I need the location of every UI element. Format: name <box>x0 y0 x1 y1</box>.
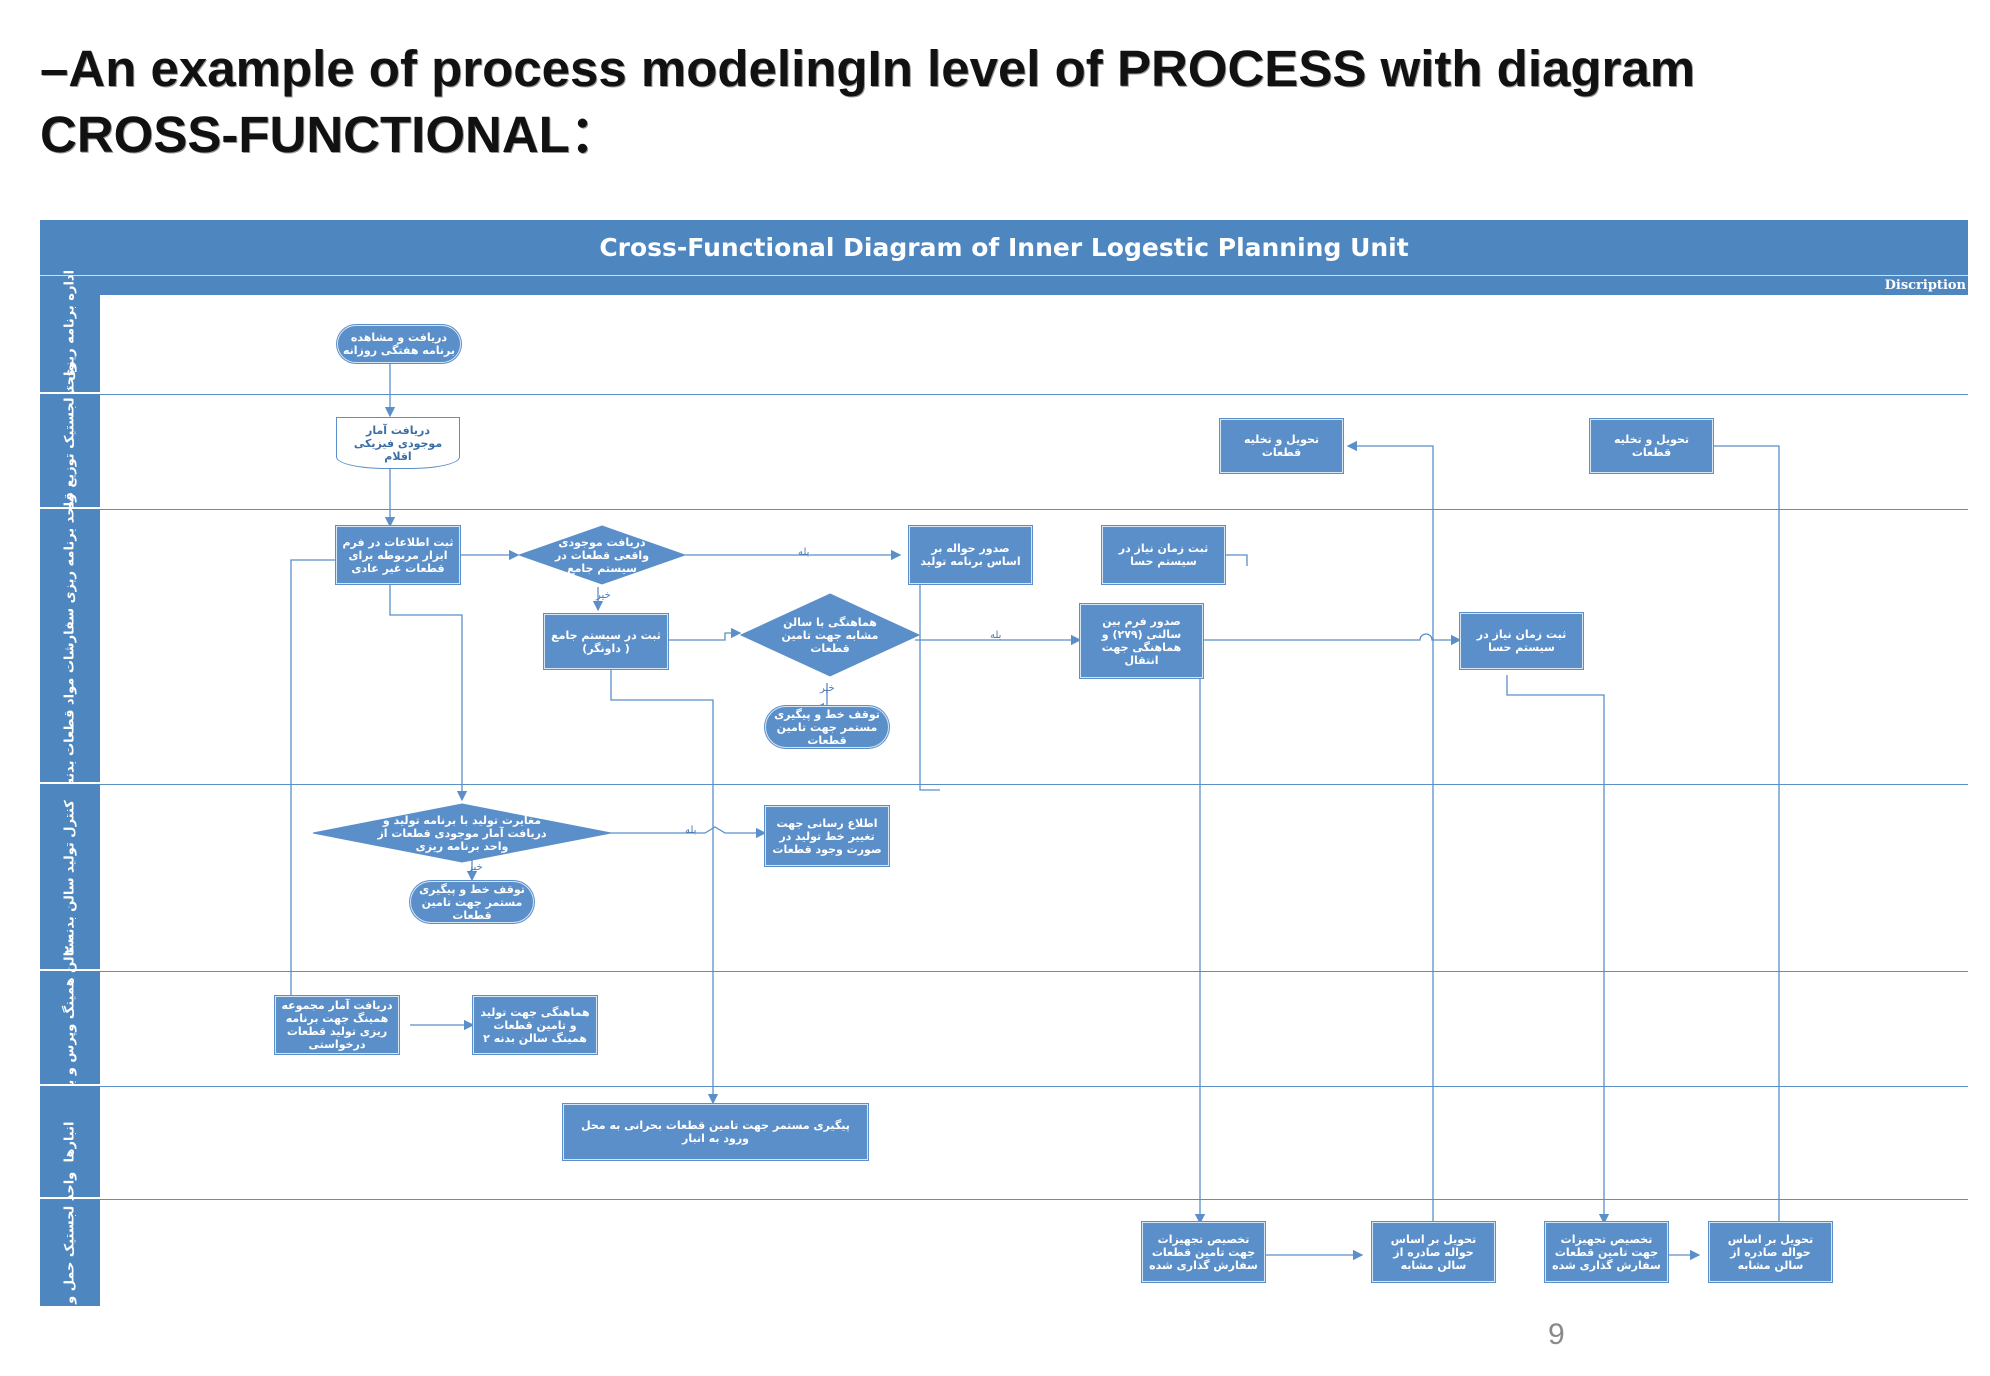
process-node-issue-form: صدور فرم بین سالنی (۲۷۹) و هماهنگی جهت ا… <box>1080 604 1203 678</box>
lane-header-warehouses: انبارها <box>40 1086 100 1199</box>
process-node-register-in-system: ثبت در سیستم جامع ( داونگر) <box>544 614 668 669</box>
lane-divider <box>100 394 1968 395</box>
process-node-issue-order: صدور حواله بر اساس برنامه تولید <box>909 526 1032 584</box>
flow-label-no: خیر <box>820 683 835 694</box>
process-node-deliver-by-order-2: تحویل بر اساس حواله صادره از سالن مشابه <box>1709 1222 1832 1282</box>
connector <box>610 665 719 1105</box>
slide-title: –An example of process modelingIn level … <box>40 36 1940 168</box>
lane-divider <box>100 1199 1968 1200</box>
lane-header-production-control: کنترل تولید سالن بدنه ۲ <box>40 784 100 971</box>
connector <box>389 578 468 802</box>
lane-header-hemming-hall: سالن همینگ وپرس و بدنه ۱ <box>40 938 100 1117</box>
description-bar: Discription <box>40 275 1968 295</box>
diagram-title: Cross-Functional Diagram of Inner Logest… <box>40 220 1968 275</box>
flow-label-no: خیر <box>596 590 611 601</box>
decision-node-coordinate-similar-hall: هماهنگی با سالن مشابه جهت تامین قطعات <box>740 593 920 677</box>
lane-divider <box>100 971 1968 972</box>
document-node-physical-stats: دریافت آمار موجودی فیزیکی اقلام <box>336 417 460 469</box>
lane-header-distribution-logistics: واحد لجستیک توزیع قطعات <box>40 363 100 538</box>
flow-label-no: خیر <box>468 862 483 873</box>
lane-divider <box>100 784 1968 785</box>
decision-node-check-production-match: مغایرت تولید با برنامه تولید و دریافت آم… <box>312 803 612 863</box>
flow-label-yes: بله <box>798 547 810 558</box>
process-node-register-need-time-2: ثبت زمان نیاز در سیستم حسا <box>1460 613 1583 669</box>
connector <box>1200 633 1462 646</box>
connector <box>610 826 767 839</box>
lane-header-order-planning: واحد برنامه ریزی سفارشات مواد قطعات بدنه… <box>40 493 100 798</box>
slide-title-line-1: –An example of process modelingIn level … <box>40 40 1696 97</box>
description-label: Discription <box>1884 278 1966 293</box>
terminal-node-stop-line-1: توقف خط و پیگیری مستمر جهت تامین قطعات <box>765 706 889 748</box>
connector-lines <box>290 360 1780 1261</box>
connector <box>1506 675 1610 1225</box>
process-node-deliver-unload-2: تحویل و تخلیه قطعات <box>1590 419 1713 473</box>
lane-divider <box>100 509 1968 510</box>
lane-divider <box>100 1086 1968 1087</box>
slide-title-line-2: CROSS-FUNCTIONAL： <box>40 106 621 163</box>
flow-label-yes: بله <box>990 630 1002 641</box>
process-node-warehouse-followup: پیگیری مستمر جهت تامین قطعات بحرانی به م… <box>563 1104 868 1160</box>
process-node-register-need-time-1: ثبت زمان نیاز در سیستم حسا <box>1102 526 1225 584</box>
process-node-receive-weekly-program: دریافت و مشاهده برنامه هفتگی روزانه <box>337 325 461 363</box>
decision-node-check-inventory: دریافت موجودی واقعی قطعات در سیستم جامع <box>518 525 686 585</box>
process-node-deliver-unload-1: تحویل و تخلیه قطعات <box>1220 419 1343 473</box>
cross-functional-diagram: Cross-Functional Diagram of Inner Logest… <box>40 220 1968 1308</box>
process-node-deliver-by-order-1: تحویل بر اساس حواله صادره از سالن مشابه <box>1372 1222 1495 1282</box>
page-number: 9 <box>1548 1318 1565 1351</box>
connector <box>1698 440 1780 1222</box>
process-node-register-info: ثبت اطلاعات در فرم ابزار مربوطه برای قطع… <box>336 526 460 584</box>
terminal-node-stop-line-2: توقف خط و پیگیری مستمر جهت تامین قطعات <box>410 881 534 923</box>
connector <box>1346 440 1434 1222</box>
connector <box>919 552 940 791</box>
connector <box>290 559 340 998</box>
process-node-allocate-equipment-2: تخصیص تجهیزات جهت تامین قطعات سفارش گذار… <box>1545 1222 1668 1282</box>
lane-header-transport-logistics: واحد لجستیک حمل و نقل <box>40 1171 100 1308</box>
process-node-coordinate-hemming: هماهنگی جهت تولید و تامین قطعات همینگ سا… <box>473 996 597 1054</box>
lane-header-production-planning: اداره برنامه ریزی تولید <box>40 270 100 416</box>
connector <box>665 627 742 641</box>
process-node-allocate-equipment-1: تخصیص تجهیزات جهت تامین قطعات سفارش گذار… <box>1142 1222 1265 1282</box>
flow-label-yes: بله <box>685 825 697 836</box>
process-node-notify-line-change: اطلاع رسانی جهت تغییر خط تولید در صورت و… <box>765 806 889 866</box>
process-node-receive-hemming-stats: دریافت آمار مجموعه همینگ جهت برنامه ریزی… <box>275 996 399 1054</box>
